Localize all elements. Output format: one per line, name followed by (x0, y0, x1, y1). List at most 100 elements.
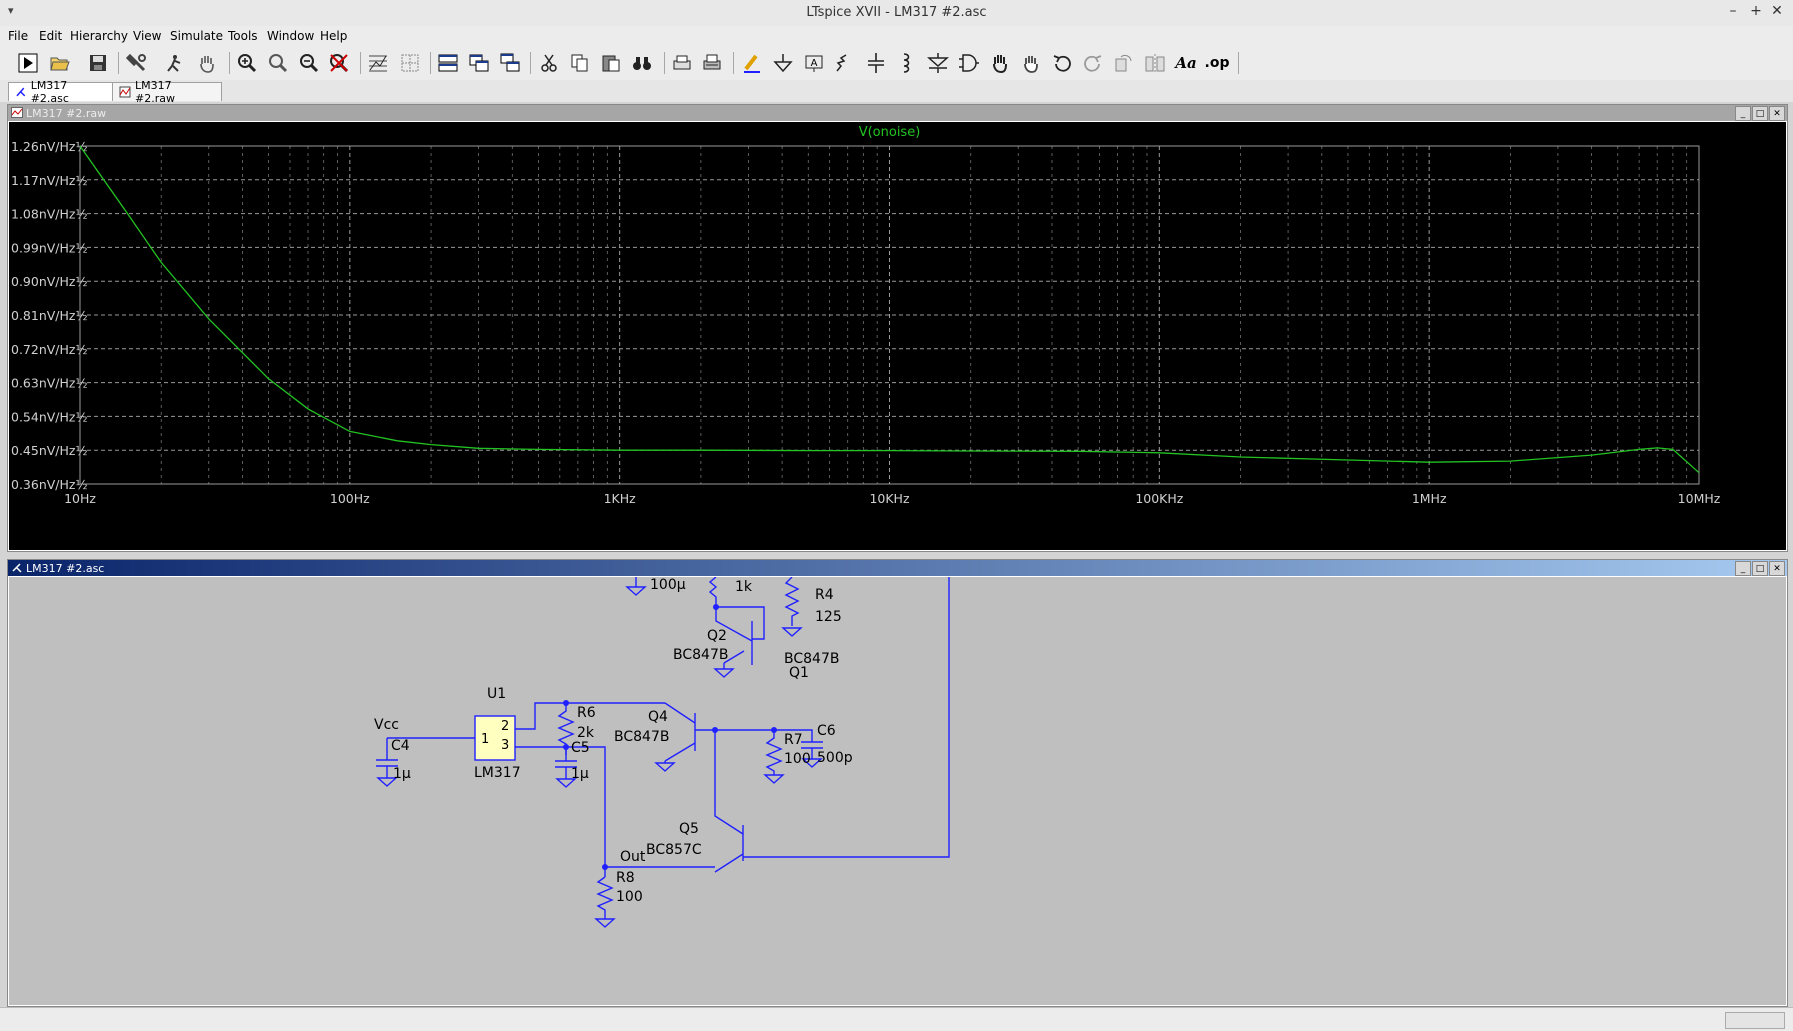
tab-schematic[interactable]: LM317 #2.asc (8, 79, 114, 105)
menu-edit[interactable]: Edit (39, 29, 63, 43)
q1-ref: Q1 (789, 665, 809, 681)
tile-horizontal-icon[interactable] (436, 51, 460, 75)
halt-icon[interactable] (163, 51, 187, 75)
schematic-drawing[interactable]: 100µ 1k R4 125 Q2 BC847B BC847B Q1 U1 LM… (9, 576, 1784, 1004)
u1-part: LM317 (474, 765, 521, 781)
x-tick-label: 1MHz (1412, 491, 1447, 506)
capacitor-c4 (376, 759, 398, 778)
component-icon[interactable] (957, 51, 981, 75)
menu-view[interactable]: View (133, 29, 162, 43)
q4-model: BC847B (614, 729, 669, 745)
grid-icon[interactable] (398, 51, 422, 75)
ground-symbol (781, 627, 803, 637)
maximize-icon[interactable]: + (1750, 3, 1762, 19)
spice-directive-icon[interactable]: .op (1204, 55, 1230, 71)
minimize-icon[interactable]: – (1729, 3, 1737, 19)
save-icon[interactable] (86, 51, 110, 75)
zoom-in-icon[interactable] (235, 51, 259, 75)
transistor-q5 (605, 825, 744, 873)
menu-window[interactable]: Window (267, 29, 315, 43)
pane-minimize-icon[interactable]: _ (1735, 561, 1751, 576)
c-top-value: 100µ (650, 577, 686, 593)
tab-waveform[interactable]: LM317 #2.raw (112, 79, 222, 105)
drag-icon[interactable] (1019, 51, 1043, 75)
r7-value: 100 (784, 751, 811, 767)
menu-simulate[interactable]: Simulate (170, 29, 224, 43)
y-tick-label: 0.45nV/Hz½ (11, 443, 88, 458)
resistor-top (708, 576, 718, 607)
status-bar (0, 1007, 1793, 1031)
tile-vertical-icon[interactable] (467, 51, 491, 75)
y-tick-label: 0.72nV/Hz½ (11, 342, 88, 357)
control-panel-icon[interactable] (125, 51, 149, 75)
r8-ref: R8 (616, 870, 635, 886)
wires (376, 576, 950, 928)
inductor-icon[interactable] (895, 51, 919, 75)
diode-icon[interactable] (926, 51, 950, 75)
window-menu-icon[interactable]: ▾ (8, 4, 14, 17)
menu-hierarchy[interactable]: Hierarchy (70, 29, 129, 43)
print-setup-icon[interactable] (700, 51, 724, 75)
copy-icon[interactable] (568, 51, 592, 75)
r4-ref: R4 (815, 587, 834, 603)
open-icon[interactable] (48, 51, 72, 75)
ground-icon[interactable] (771, 51, 795, 75)
cut-icon[interactable] (537, 51, 561, 75)
undo-icon[interactable] (1050, 51, 1074, 75)
pane-close-icon[interactable]: ✕ (1769, 106, 1785, 121)
r7-ref: R7 (784, 732, 803, 748)
menu-tools[interactable]: Tools (228, 29, 258, 43)
rotate-icon[interactable] (1112, 51, 1136, 75)
pane-close-icon[interactable]: ✕ (1769, 561, 1785, 576)
zoom-cancel-icon[interactable] (327, 51, 351, 75)
pane-restore-icon[interactable]: □ (1752, 106, 1768, 121)
wire-icon[interactable] (740, 51, 764, 75)
c6-ref: C6 (817, 723, 836, 739)
capacitor-c5 (555, 760, 577, 779)
c5-ref: C5 (571, 740, 590, 756)
resistor-icon[interactable] (833, 51, 857, 75)
status-cell (1725, 1012, 1785, 1029)
menu-file[interactable]: File (8, 29, 29, 43)
lm317-ic[interactable] (474, 715, 516, 761)
y-tick-label: 0.90nV/Hz½ (11, 274, 88, 289)
close-icon[interactable]: ✕ (1771, 3, 1783, 19)
schematic-canvas[interactable]: 100µ 1k R4 125 Q2 BC847B BC847B Q1 U1 LM… (9, 576, 1786, 1005)
text-icon[interactable]: Aa (1175, 54, 1197, 72)
cascade-icon[interactable] (498, 51, 522, 75)
y-tick-label: 0.54nV/Hz½ (11, 409, 88, 424)
pane-restore-icon[interactable]: □ (1752, 561, 1768, 576)
trace-title: V(onoise) (859, 125, 921, 140)
q2-model: BC847B (673, 647, 728, 663)
autorange-icon[interactable] (366, 51, 390, 75)
q5-ref: Q5 (679, 821, 699, 837)
y-tick-label: 0.36nV/Hz½ (11, 477, 88, 492)
ground-symbol (594, 918, 616, 928)
schematic-pane-header: LM317 #2.asc _ □ ✕ (8, 560, 1787, 576)
ground-symbol (654, 761, 676, 772)
waveform-icon (119, 86, 131, 98)
run-icon[interactable] (16, 51, 40, 75)
label-icon[interactable]: A (802, 51, 826, 75)
y-tick-label: 0.63nV/Hz½ (11, 376, 88, 391)
menu-help[interactable]: Help (320, 29, 348, 43)
zoom-area-icon[interactable] (266, 51, 290, 75)
transistor-q2 (715, 607, 753, 665)
capacitor-icon[interactable] (864, 51, 888, 75)
q2-ref: Q2 (707, 628, 727, 644)
pane-minimize-icon[interactable]: _ (1735, 106, 1751, 121)
redo-icon[interactable] (1081, 51, 1105, 75)
x-tick-label: 1KHz (604, 491, 637, 506)
paste-icon[interactable] (599, 51, 623, 75)
move-icon[interactable] (988, 51, 1012, 75)
find-icon[interactable] (630, 51, 654, 75)
document-tabs: LM317 #2.asc LM317 #2.raw (0, 79, 1793, 105)
svg-text:A: A (811, 58, 818, 69)
mirror-icon[interactable] (1143, 51, 1167, 75)
print-icon[interactable] (670, 51, 694, 75)
noise-chart[interactable]: 1.26nV/Hz½1.17nV/Hz½1.08nV/Hz½0.99nV/Hz½… (9, 122, 1784, 549)
zoom-out-icon[interactable] (297, 51, 321, 75)
pan-icon[interactable] (195, 51, 219, 75)
